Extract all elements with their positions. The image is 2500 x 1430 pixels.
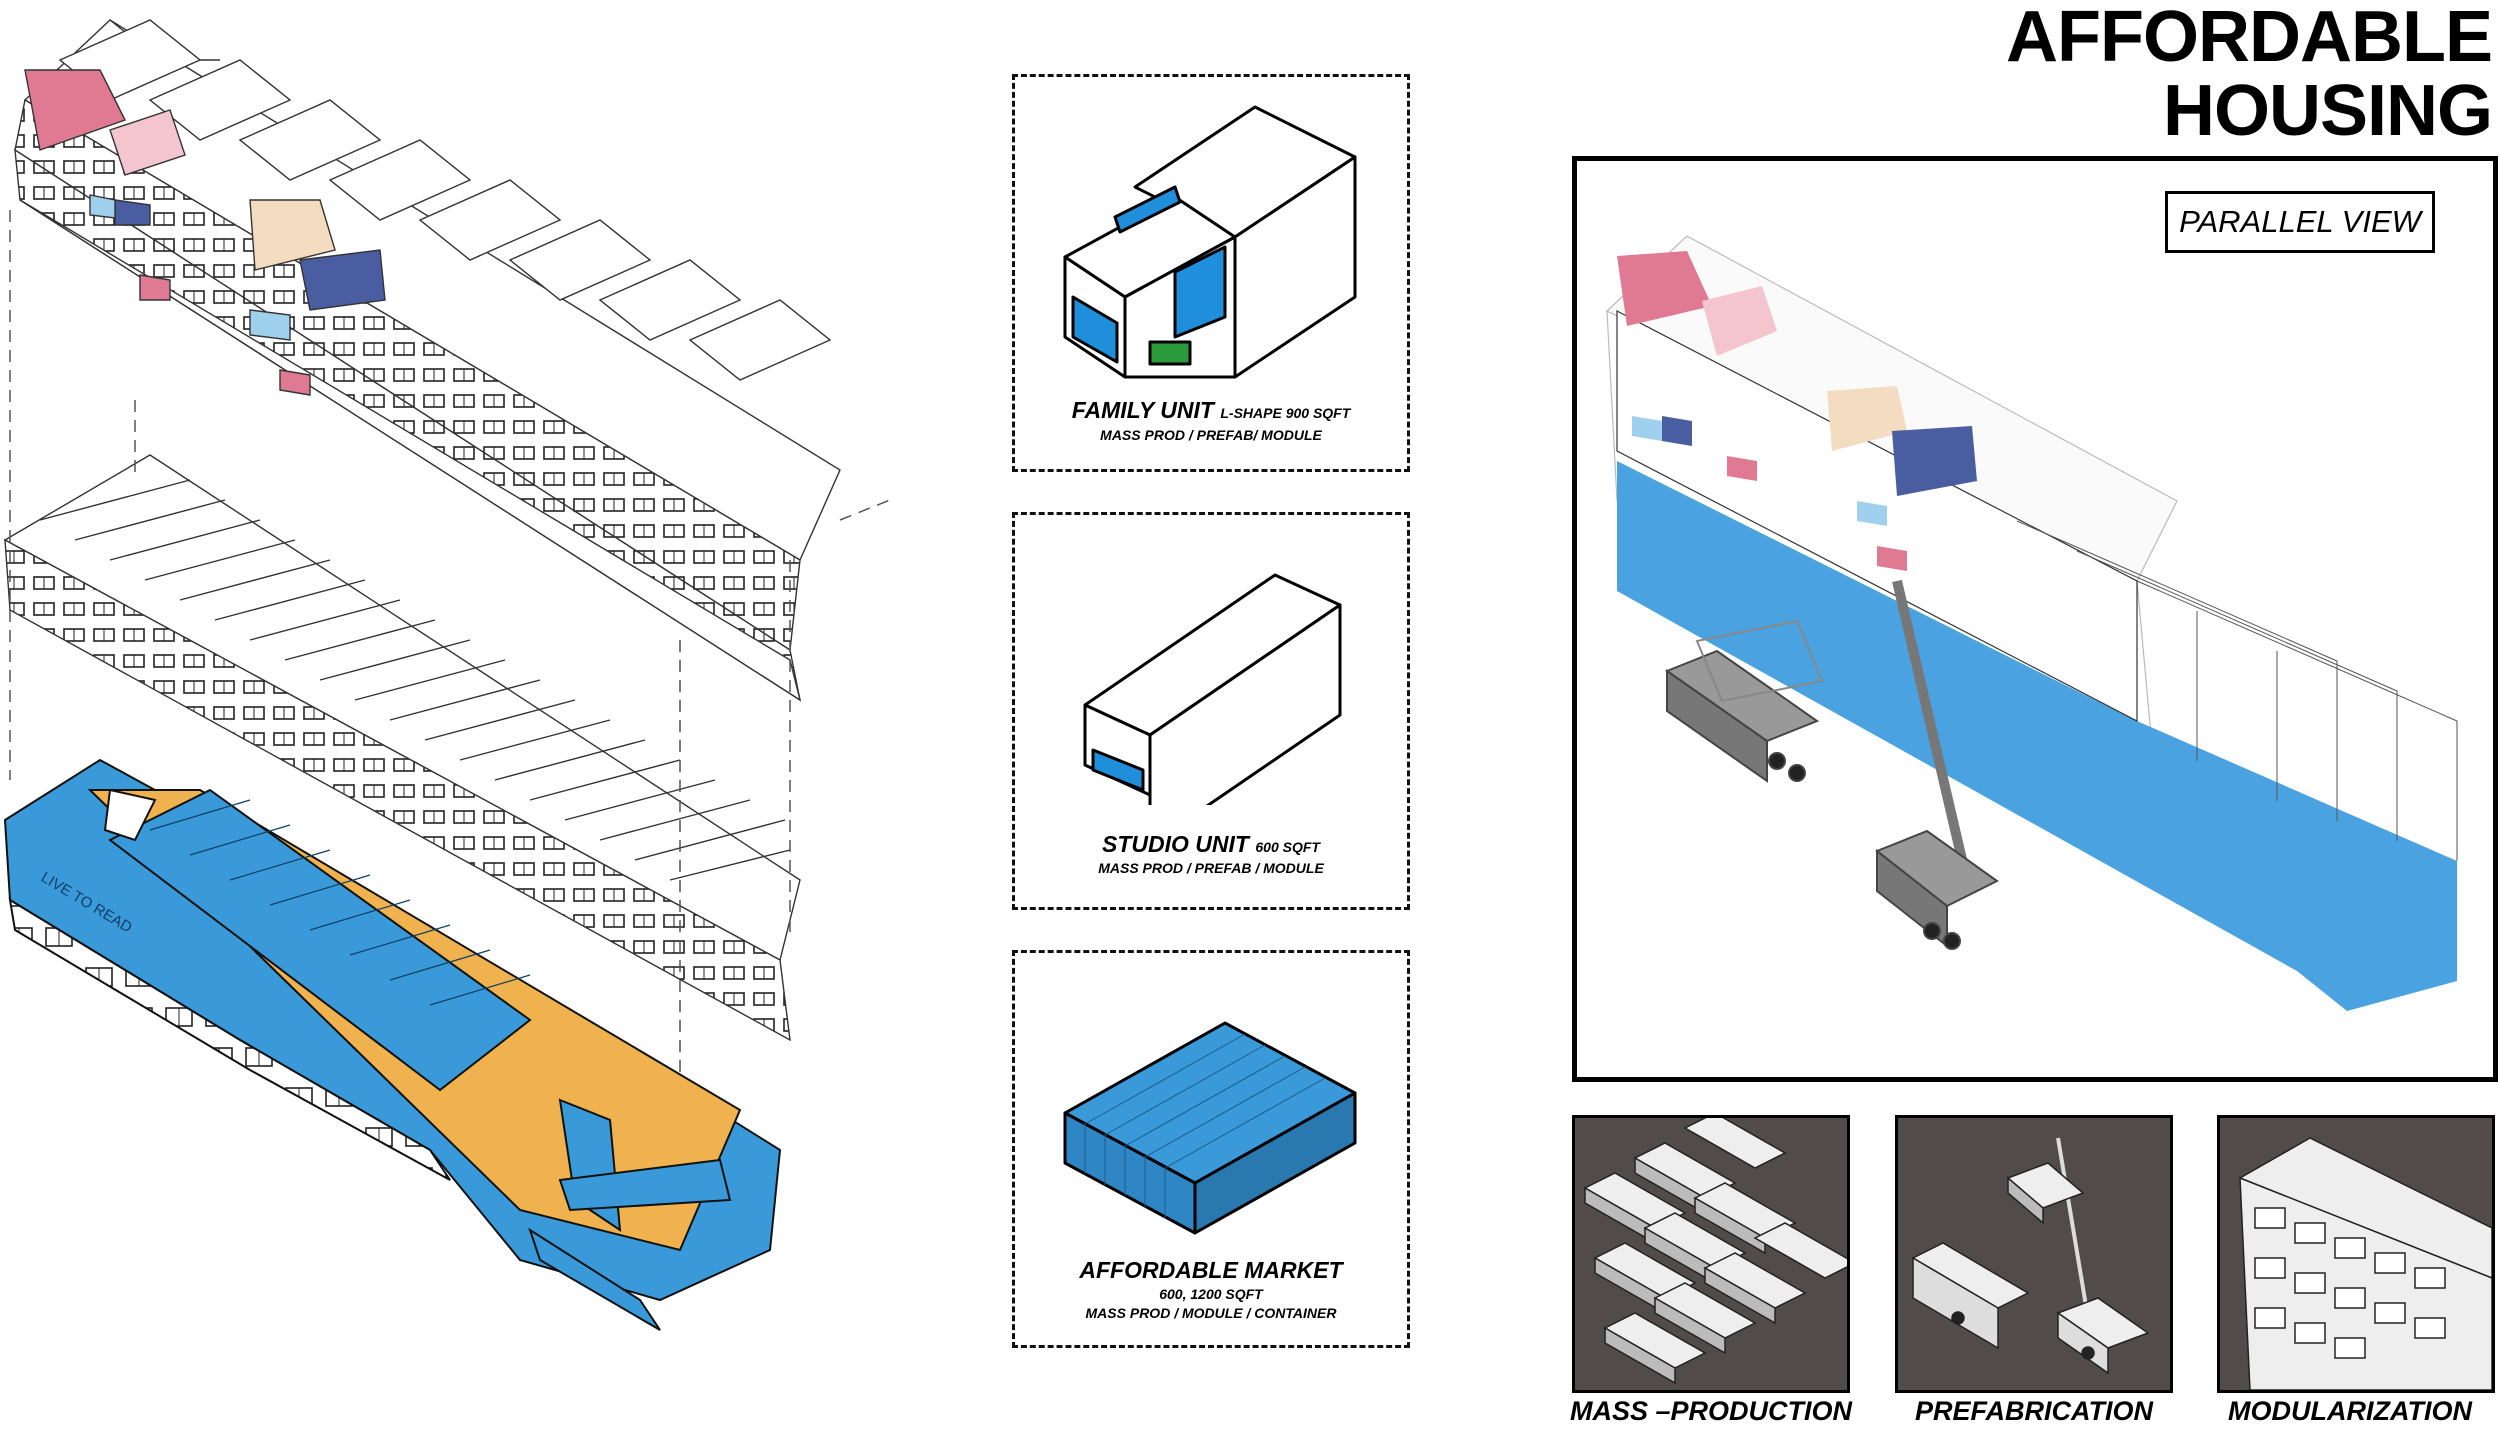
parallel-view-illustration (1605, 235, 2458, 1011)
mass-production-thumbnail (1572, 1115, 1850, 1393)
mass-production-illustration (1583, 1118, 1847, 1385)
modularization-thumbnail (2217, 1115, 2495, 1393)
affordable-market-spec: 600, 1200 SQFT (1159, 1286, 1263, 1302)
prefabrication-illustration (1911, 1137, 2150, 1375)
modularization-illustration (2238, 1137, 2492, 1390)
studio-unit-spec: 600 SQFT (1255, 839, 1320, 855)
exploded-axonometric: LIVE TO READ (3, 19, 891, 1331)
affordable-market-title: AFFORDABLE MARKET (1079, 1257, 1343, 1283)
page-title-line1: AFFORDABLE (2006, 0, 2493, 77)
family-unit-spec: L-SHAPE 900 SQFT (1220, 405, 1351, 421)
parallel-view-panel: PARALLEL VIEW (1572, 156, 2498, 1082)
affordable-market-card: AFFORDABLE MARKET 600, 1200 SQFT MASS PR… (1012, 950, 1410, 1348)
guide-lines (9, 210, 891, 1130)
family-unit-name: FAMILY UNIT (1071, 397, 1214, 423)
hull (1617, 461, 2457, 1011)
mass-production-label: MASS –PRODUCTION (1569, 1396, 1853, 1426)
parallel-view-label: PARALLEL VIEW (2165, 191, 2435, 253)
studio-unit-name: STUDIO UNIT (1102, 831, 1249, 857)
studio-unit-title: STUDIO UNIT 600 SQFT (1015, 831, 1407, 858)
affordable-market-subtitle: MASS PROD / MODULE / CONTAINER (1085, 1305, 1337, 1321)
studio-unit-subtitle: MASS PROD / PREFAB / MODULE (1098, 860, 1324, 876)
family-unit-title: FAMILY UNIT L-SHAPE 900 SQFT (1015, 397, 1407, 424)
page-title-line2: HOUSING (2162, 71, 2493, 151)
prefabrication-label: PREFABRICATION (1914, 1396, 2153, 1426)
family-unit-card: FAMILY UNIT L-SHAPE 900 SQFT MASS PROD /… (1012, 74, 1410, 472)
family-unit-subtitle: MASS PROD / PREFAB/ MODULE (1100, 427, 1322, 443)
modularization-label: MODULARIZATION (2228, 1396, 2472, 1426)
truck (1664, 619, 1824, 783)
studio-unit-card: STUDIO UNIT 600 SQFT MASS PROD / PREFAB … (1012, 512, 1410, 910)
market-base: LIVE TO READ (3, 758, 782, 1331)
studio-unit-illustration (1083, 573, 1342, 805)
family-unit-illustration (1063, 105, 1357, 379)
housing-layer-top (14, 19, 841, 702)
housing-layer-middle (3, 454, 801, 1042)
prefabrication-thumbnail (1895, 1115, 2173, 1393)
affordable-market-illustration (1063, 1021, 1357, 1235)
page-title: AFFORDABLE HOUSING (1892, 0, 2493, 151)
crane (1875, 579, 1999, 950)
